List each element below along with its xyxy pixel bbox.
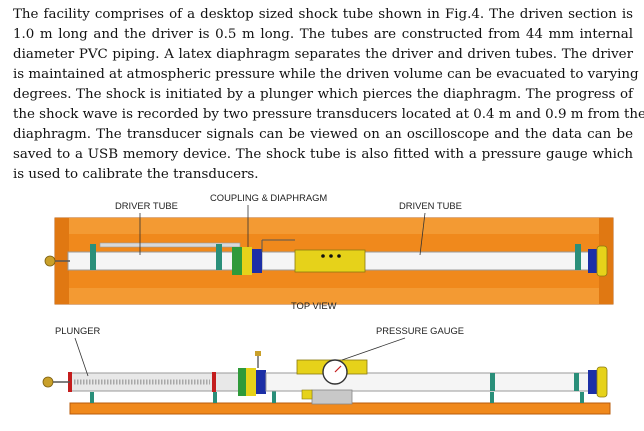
coupling-green-side — [238, 368, 246, 396]
top-view-label: TOP VIEW — [291, 300, 337, 311]
side-leg — [580, 392, 584, 403]
top-view: DRIVER TUBE COUPLING & DIAPHRAGM DRIVEN … — [44, 192, 614, 311]
end-collar-blue — [588, 249, 598, 273]
shock-tube-figure: DRIVER TUBE COUPLING & DIAPHRAGM DRIVEN … — [42, 192, 614, 415]
paragraph-line: is maintained at atmospheric pressure wh… — [13, 67, 639, 82]
end-collar-blue-side — [588, 370, 598, 394]
coupling-yellow-side — [246, 368, 256, 396]
pressure-gauge-pointer — [341, 337, 406, 361]
plunger-stop-red — [212, 372, 216, 392]
side-leg — [90, 392, 94, 403]
transducer-box-top — [294, 249, 366, 273]
paragraph-line: degrees. The shock is initiated by a plu… — [13, 87, 633, 102]
clamp-top — [216, 244, 222, 270]
end-cap-yellow — [596, 245, 608, 277]
plunger-label: PLUNGER — [55, 325, 101, 336]
guide-rod — [99, 242, 241, 248]
gauge-base — [311, 389, 353, 405]
paragraph-line: diaphragm. The transducer signals can be… — [13, 127, 633, 142]
paragraph-line: the shock wave is recorded by two pressu… — [13, 107, 644, 122]
coupling-diaphragm-label: COUPLING & DIAPHRAGM — [210, 192, 327, 203]
top-frame-rail-lower — [55, 288, 613, 304]
paragraph-line: The facility comprises of a desktop size… — [13, 7, 633, 22]
usb-module — [301, 389, 313, 400]
plunger-knob-top — [44, 255, 56, 267]
side-leg — [213, 392, 217, 403]
clamp-side — [490, 373, 495, 391]
indicator-dot — [337, 254, 341, 258]
plunger-pointer — [74, 337, 89, 377]
driven-tube-label: DRIVEN TUBE — [399, 200, 462, 211]
coupling-blue-side — [256, 370, 266, 394]
indicator-dot — [329, 254, 333, 258]
gauge-needle — [334, 365, 342, 373]
valve-knob — [255, 351, 261, 356]
paragraph-line: 1.0 m long and the driver is 0.5 m long.… — [13, 27, 633, 42]
clamp-top — [575, 244, 581, 270]
pressure-gauge-label: PRESSURE GAUGE — [376, 325, 464, 336]
side-leg — [490, 392, 494, 403]
driver-tube-label: DRIVER TUBE — [115, 200, 178, 211]
top-frame-rail-upper — [55, 218, 613, 234]
side-leg — [272, 388, 276, 403]
side-view: PLUNGER PRESSURE GAUGE — [42, 325, 611, 415]
coupling-green — [232, 247, 242, 275]
paragraph-line: saved to a USB memory device. The shock … — [13, 147, 633, 162]
paragraph-line: is used to calibrate the transducers. — [13, 167, 259, 182]
paragraph-line: diameter PVC piping. A latex diaphragm s… — [13, 47, 633, 62]
coupling-yellow — [242, 247, 252, 275]
clamp-side — [574, 373, 579, 391]
end-cap-yellow-side — [596, 366, 608, 398]
driven-tube-side — [265, 372, 597, 392]
clamp-top — [90, 244, 96, 270]
body-paragraph: The facility comprises of a desktop size… — [13, 5, 644, 185]
side-base-plate — [69, 402, 611, 415]
coupling-blue — [252, 249, 262, 273]
indicator-dot — [321, 254, 325, 258]
driven-tube-pointer — [419, 212, 426, 256]
plunger-knob-side — [42, 376, 54, 388]
